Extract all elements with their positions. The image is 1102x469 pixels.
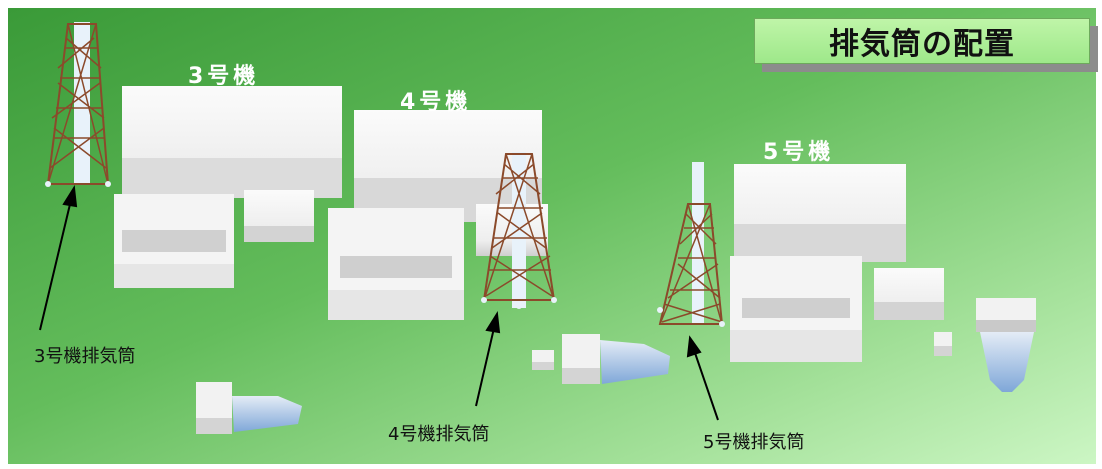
title-box: 排気筒の配置 bbox=[754, 18, 1098, 72]
arrow-unit5-stack bbox=[686, 335, 719, 421]
unit4-label: 4号機 bbox=[400, 90, 472, 115]
unit4-turbine-building bbox=[328, 208, 464, 320]
unit4-intake-structure bbox=[562, 334, 670, 384]
diagram-title: 排気筒の配置 bbox=[829, 27, 1015, 62]
unit5-reactor-building bbox=[734, 164, 906, 262]
unit3-annex-building bbox=[244, 190, 314, 242]
unit3-exhaust-stack bbox=[45, 22, 111, 187]
unit3-turbine-building bbox=[114, 194, 234, 288]
unit5-label: 5号機 bbox=[763, 140, 835, 165]
unit5-intake-structure bbox=[976, 298, 1036, 392]
unit4-stack-label: 4号機排気筒 bbox=[388, 424, 490, 445]
unit5-small-building bbox=[934, 332, 952, 356]
unit4-intake-small bbox=[532, 350, 554, 370]
site-scene: 3号機 4号機 5号機 3号機排気筒 4号機排気筒 5号機排気筒 排気筒の配置 bbox=[8, 8, 1098, 464]
unit5-exhaust-stack bbox=[657, 162, 725, 327]
unit5-turbine-building bbox=[730, 256, 862, 362]
title-face: 排気筒の配置 bbox=[754, 18, 1090, 64]
unit4-exhaust-stack bbox=[481, 152, 557, 309]
unit3-reactor-building bbox=[122, 86, 342, 198]
unit3-label: 3号機 bbox=[188, 64, 260, 89]
unit5-stack-label: 5号機排気筒 bbox=[703, 432, 805, 453]
arrow-unit4-stack bbox=[475, 311, 501, 407]
arrow-unit3-stack bbox=[39, 185, 78, 331]
unit5-annex-building bbox=[874, 268, 944, 320]
unit3-stack-label: 3号機排気筒 bbox=[34, 346, 136, 367]
unit3-intake-structure bbox=[196, 382, 302, 434]
